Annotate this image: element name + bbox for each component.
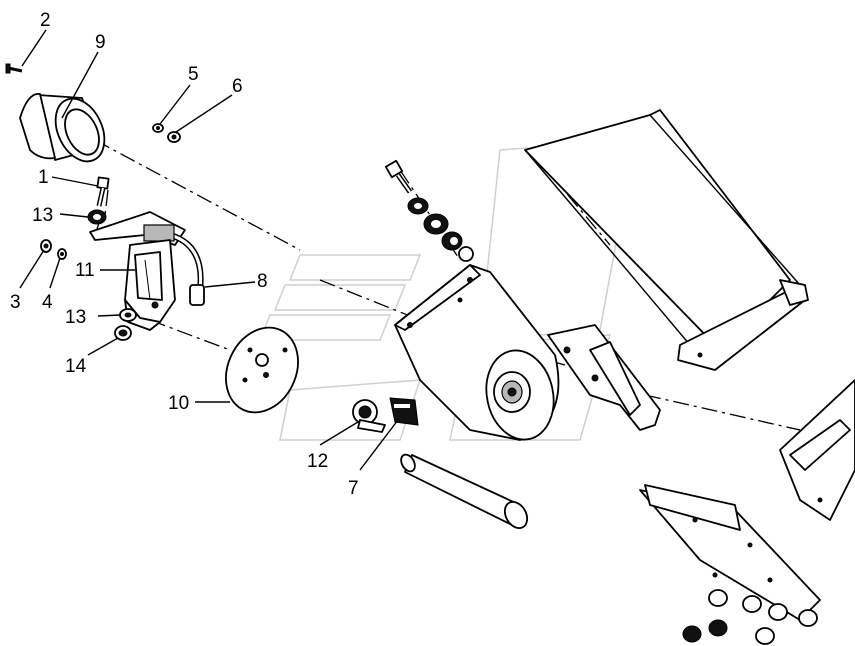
callout-9: 9 (95, 32, 106, 53)
washer-icon (119, 308, 137, 322)
bolt-stack (384, 159, 474, 262)
callout-11: 11 (75, 260, 95, 281)
pulley-housing (394, 264, 560, 441)
callout-13: 13 (65, 307, 86, 328)
washer-icon (87, 209, 107, 225)
bracket-icon (124, 239, 176, 331)
callout-2: 2 (40, 10, 51, 31)
callout-7: 7 (348, 478, 359, 499)
callout-10: 10 (168, 393, 189, 414)
sensor-cover-icon (19, 93, 106, 163)
callout-5: 5 (188, 64, 199, 85)
nut-icon (114, 325, 132, 341)
chute (524, 109, 809, 371)
callout-8: 8 (257, 271, 268, 292)
callout-1: 1 (38, 167, 49, 188)
washer-icon (167, 131, 181, 143)
callout-4: 4 (42, 292, 53, 313)
nut-icon (40, 239, 52, 253)
sensor-icon (352, 399, 386, 433)
nut-icon (152, 123, 164, 133)
callout-labels: 2 9 5 6 1 13 11 8 3 4 13 14 10 12 7 (10, 10, 359, 499)
connector-icon (389, 397, 419, 426)
callout-3: 3 (10, 292, 21, 313)
washer-icon (57, 248, 67, 260)
shaft (400, 453, 529, 530)
callout-6: 6 (232, 76, 243, 97)
callout-13: 13 (32, 205, 53, 226)
frame-assembly (639, 379, 855, 645)
leader-lines (19, 29, 399, 471)
bolt-icon (96, 176, 110, 207)
cable-icon (89, 211, 205, 306)
side-bracket (547, 324, 661, 431)
callout-12: 12 (307, 451, 328, 472)
callout-14: 14 (65, 356, 87, 377)
disc-icon (225, 326, 299, 414)
screw-icon (5, 63, 23, 74)
